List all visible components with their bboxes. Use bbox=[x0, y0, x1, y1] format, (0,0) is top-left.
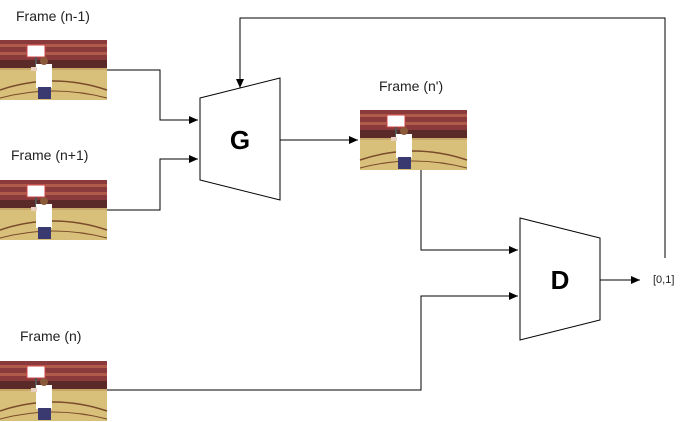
generator-block bbox=[199, 77, 281, 201]
frame-curr-image bbox=[0, 360, 108, 422]
label-frame-curr: Frame (n) bbox=[20, 328, 82, 344]
label-frame-next: Frame (n+1) bbox=[11, 147, 89, 163]
arrow-curr-to-d bbox=[107, 292, 518, 391]
frame-gen-image bbox=[359, 109, 468, 171]
label-frame-prev: Frame (n-1) bbox=[16, 8, 90, 24]
arrow-gen-to-d bbox=[420, 170, 518, 254]
frame-next-image bbox=[0, 179, 108, 241]
discriminator-label: D bbox=[551, 265, 570, 295]
output-range-label: [0,1] bbox=[653, 274, 675, 286]
label-frame-gen: Frame (n') bbox=[379, 78, 444, 94]
arrow-feedback-to-g bbox=[236, 17, 666, 258]
arrow-prev-to-g bbox=[107, 69, 198, 124]
frame-prev-image bbox=[0, 39, 108, 101]
discriminator-block bbox=[519, 217, 601, 341]
generator-label: G bbox=[230, 125, 250, 155]
arrow-next-to-g bbox=[107, 155, 198, 211]
